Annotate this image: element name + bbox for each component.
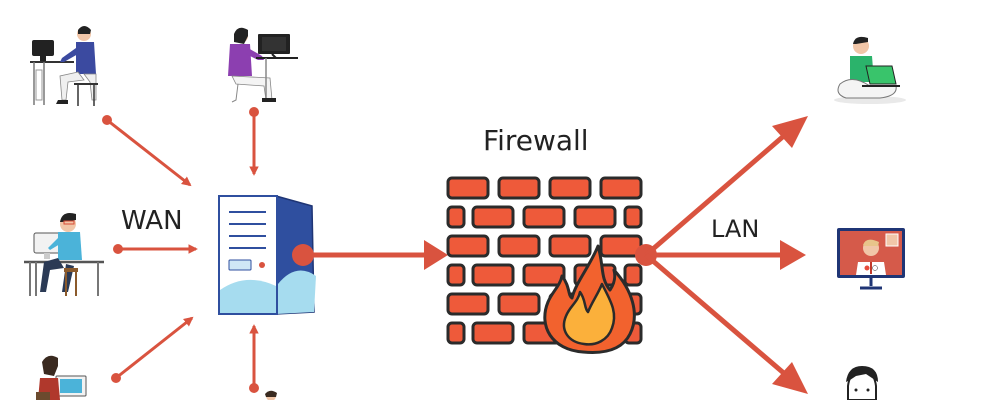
- arrow-user1-to-server: [106, 118, 192, 187]
- lan-arrows: [635, 116, 808, 394]
- lan-label: LAN: [711, 215, 760, 243]
- server-to-firewall-arrow: [292, 240, 448, 270]
- brick-wall-fire-icon: [446, 176, 643, 354]
- wan-label: WAN: [121, 206, 183, 236]
- arrow-firewall-to-lan3: [644, 253, 788, 377]
- arrow-user4-to-server: [115, 316, 194, 380]
- man-face-icon: [846, 366, 878, 400]
- woman-at-desk-icon: [36, 355, 87, 400]
- arrow-firewall-to-lan1: [644, 132, 788, 257]
- video-call-monitor-icon: [837, 228, 905, 290]
- wan-arrows: [102, 107, 259, 393]
- firewall-label: Firewall: [483, 124, 589, 157]
- person-partial-icon: [265, 390, 277, 400]
- man-at-desk-icon: [24, 213, 104, 296]
- person-laptop-icon: [834, 36, 906, 104]
- woman-laptop-icon: [228, 27, 298, 103]
- person-at-desk-icon: [30, 26, 98, 106]
